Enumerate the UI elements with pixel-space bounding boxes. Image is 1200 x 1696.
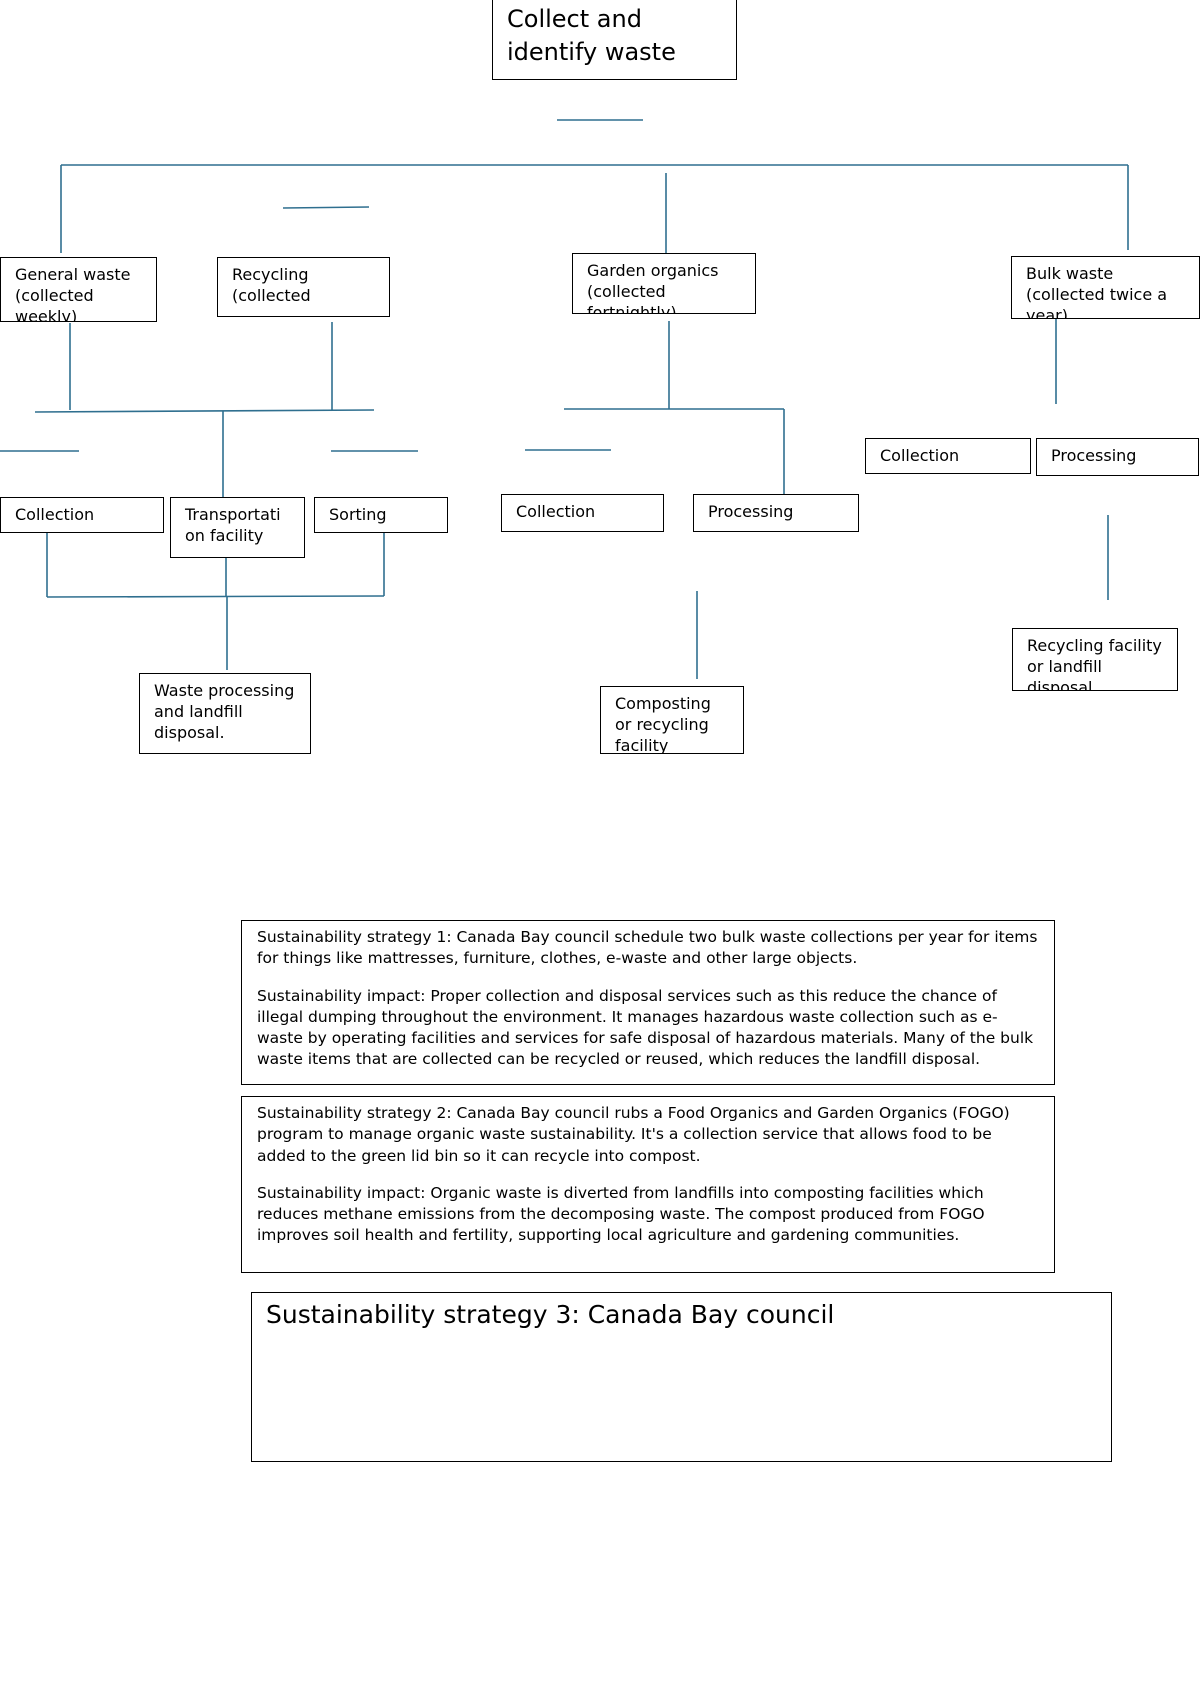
strategy-3-panel: Sustainability strategy 3: Canada Bay co… [251, 1292, 1112, 1462]
strategy-2-impact: Sustainability impact: Organic waste is … [257, 1183, 985, 1245]
composting-node: Composting or recycling facility [600, 686, 744, 754]
processing-node-bulk: Processing [1036, 438, 1199, 476]
connector [282, 206, 370, 209]
strategy-2-panel: Sustainability strategy 2: Canada Bay co… [241, 1096, 1055, 1273]
recycling-facility-node: Recycling facility or landfill disposal [1012, 628, 1178, 691]
connector [34, 409, 375, 413]
transport-node: Transportati on facility [170, 497, 305, 558]
strategy-2-text: Sustainability strategy 2: Canada Bay co… [257, 1104, 1010, 1165]
garden-organics-node: Garden organics (collected fortnightly) [572, 253, 756, 314]
collection-node-bulk: Collection [865, 438, 1031, 474]
strategy-1-panel: Sustainability strategy 1: Canada Bay co… [241, 920, 1055, 1085]
root-node: Collect and identify waste [492, 0, 737, 80]
collection-node-garden: Collection [501, 494, 664, 532]
waste-processing-node: Waste processing and landfill disposal. [139, 673, 311, 754]
recycling-node: Recycling (collected [217, 257, 390, 317]
general-waste-node: General waste (collected weekly) [0, 257, 157, 322]
collection-node-general: Collection [0, 497, 164, 533]
sorting-node: Sorting [314, 497, 448, 533]
strategy-3-title: Sustainability strategy 3: Canada Bay co… [266, 1300, 835, 1329]
connector [46, 595, 385, 598]
processing-node-garden: Processing [693, 494, 859, 532]
strategy-1-impact: Sustainability impact: Proper collection… [257, 986, 1034, 1069]
bulk-waste-node: Bulk waste (collected twice a year) [1011, 256, 1200, 319]
strategy-1-text: Sustainability strategy 1: Canada Bay co… [257, 928, 1038, 968]
